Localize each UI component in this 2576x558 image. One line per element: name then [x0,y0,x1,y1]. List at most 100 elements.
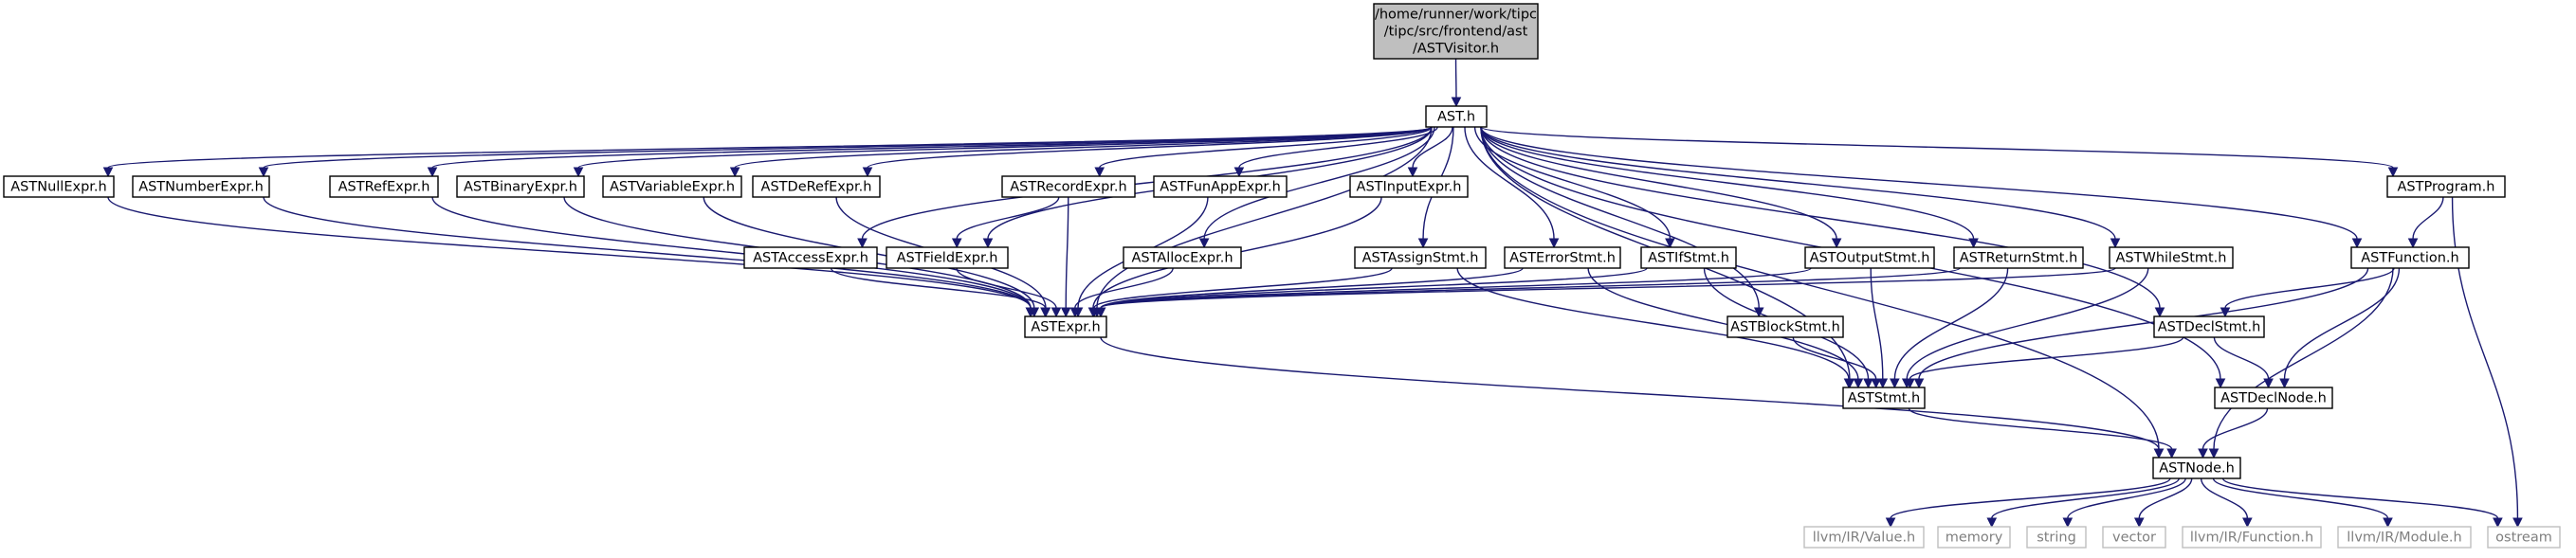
node-box-function [2350,246,2470,269]
edge-fieldexpr-to-expr [956,267,1057,309]
node-label-refexpr: ASTRefExpr.h [338,179,430,194]
edge-ast-to-program [1480,126,2394,169]
edge-returnstmt-to-stmt [1893,267,2009,380]
edge-numberexpr-to-expr [263,196,1032,309]
node-derefexpr[interactable]: ASTDeRefExpr.h [752,175,881,198]
node-box-node [2152,457,2241,479]
edge-declnode-to-node [2201,407,2269,450]
edge-ast-to-binaryexpr [577,126,1433,169]
node-box-binaryexpr [456,175,585,198]
node-label-ast: AST.h [1437,109,1475,124]
node-node[interactable]: ASTNode.h [2152,457,2241,479]
node-expr[interactable]: ASTExpr.h [1024,315,1107,338]
edge-refexpr-to-expr [431,196,1032,309]
node-label-errorstmt: ASTErrorStmt.h [1509,250,1616,265]
edge-ast-to-recordexpr [1099,126,1433,169]
arrowhead-node-to-memory [1986,517,1998,529]
arrowhead-function-to-node [2208,448,2220,459]
edge-function-to-declstmt [2224,267,2395,309]
node-label-llvmvalue: llvm/IR/Value.h [1813,530,1916,545]
edge-ast-to-ifstmt [1473,126,1672,240]
arrowhead-ast-to-whilestmt [2110,238,2121,249]
node-label-ostream: ostream [2495,530,2552,545]
node-inputexpr[interactable]: ASTInputExpr.h [1349,175,1469,198]
node-box-memory [1937,526,2011,549]
node-ast[interactable]: AST.h [1425,105,1488,128]
node-function[interactable]: ASTFunction.h [2350,246,2470,269]
arrowhead-ast-to-function [2351,238,2363,249]
arrowhead-ifstmt-to-stmt [1863,378,1873,389]
arrowhead-ast-to-binaryexpr [573,167,584,178]
node-errorstmt[interactable]: ASTErrorStmt.h [1504,246,1621,269]
node-blockstmt[interactable]: ASTBlockStmt.h [1726,315,1844,338]
arrowhead-returnstmt-to-stmt [1890,378,1900,389]
node-label-whilestmt: ASTWhileStmt.h [2116,250,2227,265]
arrowhead-ast-to-allocexpr [1198,238,1210,249]
node-label-inputexpr: ASTInputExpr.h [1357,179,1462,194]
node-returnstmt[interactable]: ASTReturnStmt.h [1953,246,2084,269]
node-stmt[interactable]: ASTStmt.h [1842,387,1926,409]
edge-ast-to-accessexpr [861,126,1433,240]
edge-ast-to-whilestmt [1480,126,2116,240]
arrowhead-accessexpr-to-expr [1040,307,1050,318]
edge-ast-to-outputstmt [1480,126,1837,240]
node-box-assignstmt [1354,246,1487,269]
node-label-root: /ASTVisitor.h [1413,41,1499,56]
arrowhead-function-to-declnode [2279,378,2290,389]
node-box-vector [2102,526,2166,549]
node-label-llvmmodule: llvm/IR/Module.h [2347,530,2461,545]
node-program[interactable]: ASTProgram.h [2386,175,2506,198]
edge-ast-to-function [1480,126,2358,240]
edge-recordexpr-to-expr [1065,196,1069,309]
node-label-binaryexpr: ASTBinaryExpr.h [464,179,577,194]
node-refexpr[interactable]: ASTRefExpr.h [329,175,439,198]
node-box-allocexpr [1123,246,1242,269]
node-llvmfunction: llvm/IR/Function.h [2182,526,2322,549]
node-label-funappexpr: ASTFunAppExpr.h [1160,179,1281,194]
node-box-root [1373,3,1539,60]
node-assignstmt[interactable]: ASTAssignStmt.h [1354,246,1487,269]
node-label-outputstmt: ASTOutputStmt.h [1810,250,1930,265]
node-nullexpr[interactable]: ASTNullExpr.h [3,175,115,198]
edge-ast-to-derefexpr [867,126,1433,169]
node-declstmt[interactable]: ASTDeclStmt.h [2153,315,2265,338]
node-funappexpr[interactable]: ASTFunAppExpr.h [1153,175,1288,198]
arrowhead-recordexpr-to-expr [1060,307,1071,318]
node-box-ifstmt [1640,246,1737,269]
node-binaryexpr[interactable]: ASTBinaryExpr.h [456,175,585,198]
edge-ast-to-declstmt [1480,126,2161,309]
node-label-vector: vector [2112,530,2156,545]
node-declnode[interactable]: ASTDeclNode.h [2214,387,2333,409]
node-recordexpr[interactable]: ASTRecordExpr.h [1001,175,1136,198]
edge-stmt-to-node [1908,407,2173,450]
arrowhead-ast-to-assignstmt [1417,238,1429,249]
node-box-recordexpr [1001,175,1136,198]
node-label-recordexpr: ASTRecordExpr.h [1010,179,1126,194]
arrowhead-ast-to-refexpr [427,167,438,178]
node-box-blockstmt [1726,315,1844,338]
node-outputstmt[interactable]: ASTOutputStmt.h [1804,246,1935,269]
node-label-allocexpr: ASTAllocExpr.h [1131,250,1233,265]
edge-whilestmt-to-expr [1100,267,2116,309]
node-fieldexpr[interactable]: ASTFieldExpr.h [886,246,1009,269]
arrowhead-ast-to-recordexpr [1094,167,1105,178]
node-label-program: ASTProgram.h [2398,179,2495,194]
node-ifstmt[interactable]: ASTIfStmt.h [1640,246,1737,269]
edge-ast-to-blockstmt [1480,126,1760,309]
node-whilestmt[interactable]: ASTWhileStmt.h [2109,246,2234,269]
node-root[interactable]: /home/runner/work/tipc/tipc/src/frontend… [1373,3,1539,60]
arrowhead-ast-to-fieldexpr [982,238,994,249]
arrowhead-blockstmt-to-stmt [1871,378,1881,389]
node-box-funappexpr [1153,175,1288,198]
node-variableexpr[interactable]: ASTVariableExpr.h [602,175,742,198]
arrowhead-errorstmt-to-stmt [1853,378,1864,389]
node-box-fieldexpr [886,246,1009,269]
arrowhead-declstmt-to-declnode [2263,378,2274,389]
edge-nullexpr-to-expr [107,196,1032,309]
node-allocexpr[interactable]: ASTAllocExpr.h [1123,246,1242,269]
node-label-returnstmt: ASTReturnStmt.h [1960,250,2078,265]
arrowhead-allocexpr-to-expr [1069,307,1081,318]
node-accessexpr[interactable]: ASTAccessExpr.h [743,246,878,269]
node-numberexpr[interactable]: ASTNumberExpr.h [132,175,270,198]
node-label-numberexpr: ASTNumberExpr.h [138,179,264,194]
